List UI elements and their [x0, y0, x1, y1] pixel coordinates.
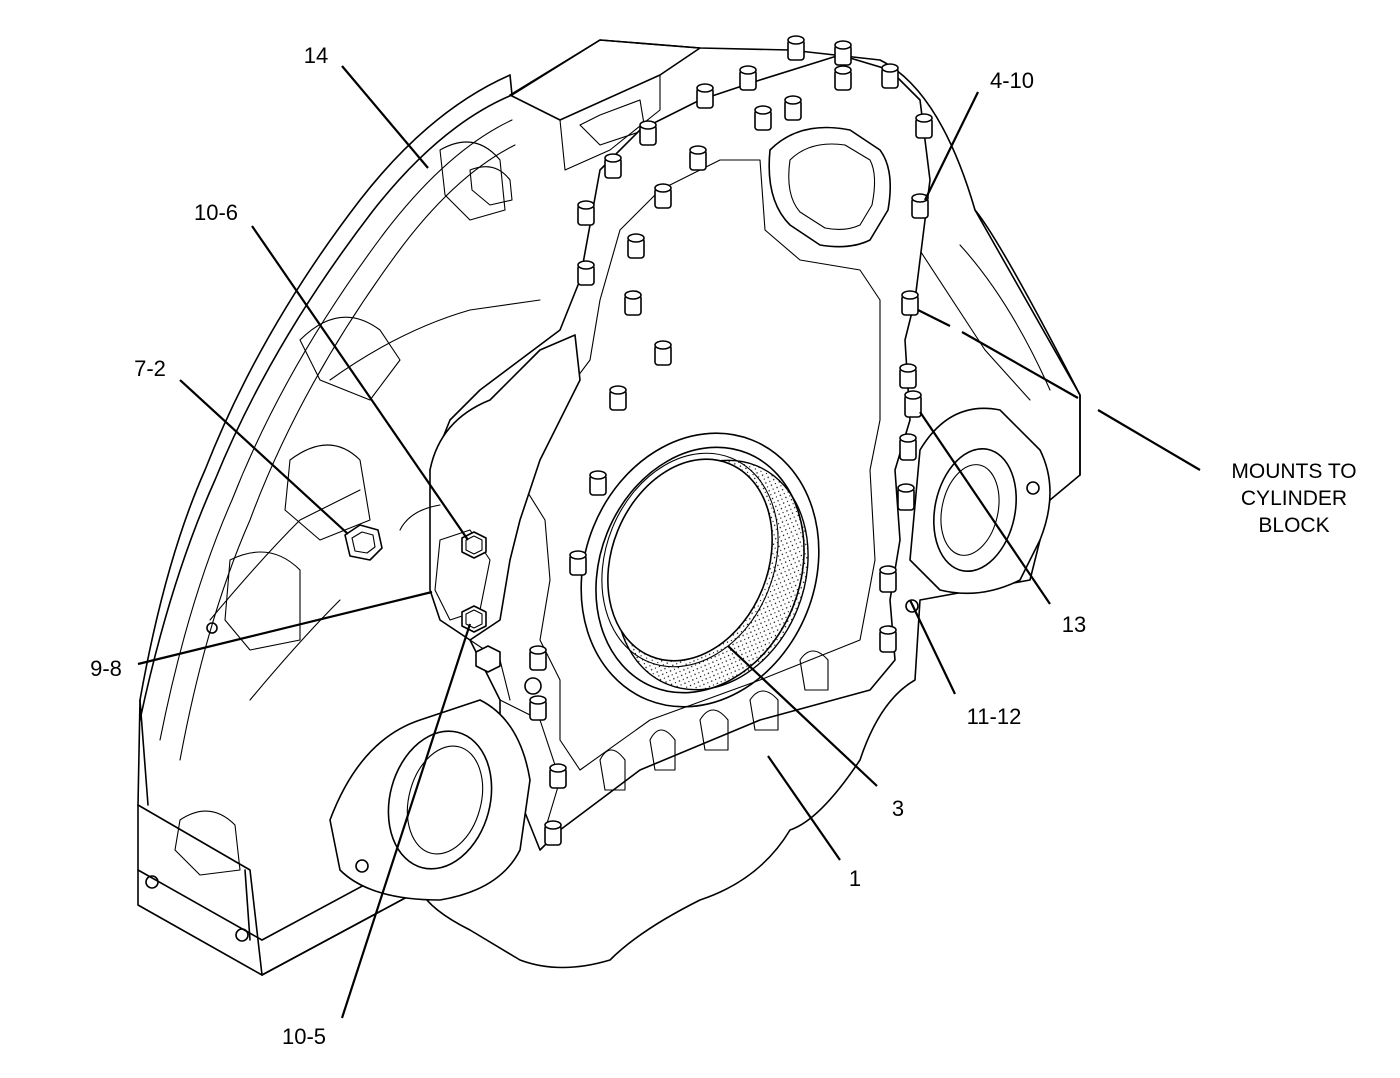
leader-1 [767, 755, 841, 861]
bolt [915, 113, 933, 139]
bolt [879, 565, 897, 593]
leader-11-12 [909, 599, 956, 695]
bolt [627, 233, 645, 259]
leader-lines [137, 65, 1201, 1019]
leader-14 [341, 65, 429, 169]
plug-7-2 [344, 524, 383, 561]
leader-13 [919, 411, 1051, 605]
callouts: 14 4-10 10-6 7-2 9-8 13 11-12 3 1 10-5 [90, 43, 1086, 1049]
bolt [739, 65, 757, 91]
bolt [696, 83, 714, 109]
callout-10-6: 10-6 [194, 200, 238, 225]
bolt [834, 40, 852, 66]
callout-10-5: 10-5 [282, 1024, 326, 1049]
mount-hole [1026, 481, 1040, 495]
bolt [639, 120, 657, 146]
mount-hole [235, 928, 249, 942]
callout-13: 13 [1062, 612, 1086, 637]
bolt [569, 550, 587, 576]
bolt [904, 390, 922, 418]
bolt [879, 625, 897, 653]
leader-9-8 [137, 590, 433, 666]
bolt [609, 385, 627, 411]
callout-11-12: 11-12 [967, 704, 1022, 729]
callout-3: 3 [892, 796, 904, 821]
note-line-2: CYLINDER [1241, 487, 1347, 510]
bolt [834, 65, 852, 91]
bolt [754, 105, 772, 131]
mount-hole [206, 622, 218, 634]
bolt [589, 470, 607, 496]
callout-14: 14 [304, 43, 328, 68]
bolt [549, 763, 567, 789]
bolt [787, 35, 805, 61]
leader-7-2 [179, 379, 349, 535]
bolt [544, 820, 562, 846]
lower-left-port [329, 699, 531, 901]
bolt [901, 290, 919, 316]
mount-hole [355, 859, 369, 873]
callout-7-2: 7-2 [134, 356, 166, 381]
bolt [654, 340, 672, 366]
bolt [784, 95, 802, 121]
crankshaft-seal [580, 432, 820, 708]
bolt [881, 63, 899, 89]
bolt [577, 200, 595, 226]
dowel-hole [524, 677, 542, 695]
hex-bolt-10-5 [461, 605, 487, 633]
bolt [577, 260, 595, 286]
bolt [897, 483, 915, 511]
callout-4-10: 4-10 [990, 68, 1034, 93]
leader-10-5 [340, 623, 472, 1019]
mounting-note: MOUNTS TO CYLINDER BLOCK [1231, 460, 1356, 537]
bolt [899, 433, 917, 461]
hex-bolt [475, 645, 501, 673]
dowel-hole [905, 599, 919, 613]
bolt [529, 645, 547, 671]
note-line-3: BLOCK [1258, 514, 1329, 537]
mount-hole [145, 875, 159, 889]
bolt [899, 363, 917, 389]
leader-10-6 [251, 225, 469, 541]
bolt [654, 183, 672, 209]
bolt [529, 695, 547, 721]
bolt [624, 290, 642, 316]
leader-3 [727, 645, 878, 787]
bolt [911, 193, 929, 219]
callout-1: 1 [849, 866, 861, 891]
bolts-group [145, 35, 1040, 942]
leader-mounts-to-block [917, 309, 1201, 471]
callout-9-8: 9-8 [90, 656, 122, 681]
bolt [604, 153, 622, 179]
leader-4-10 [924, 91, 979, 201]
note-line-1: MOUNTS TO [1231, 460, 1356, 483]
bolt [689, 145, 707, 171]
